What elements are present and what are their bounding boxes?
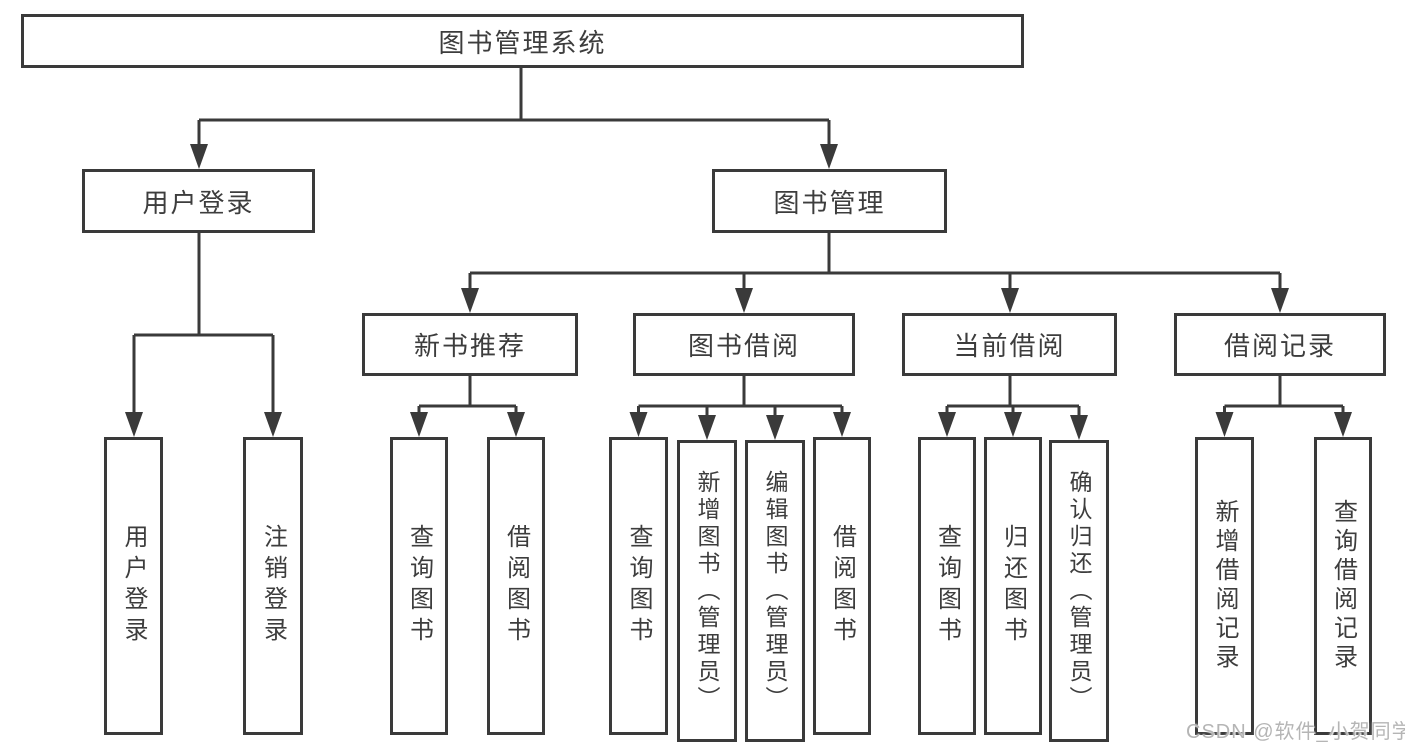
- node-library-management-system: 图书管理系统: [21, 14, 1024, 68]
- leaf-user-login: 用户登录: [104, 437, 163, 735]
- leaf-query-books-current: 查询图书: [918, 437, 976, 735]
- node-current-borrowing: 当前借阅: [902, 313, 1117, 376]
- leaf-borrow-books-recommend: 借阅图书: [487, 437, 545, 735]
- arrowheads: [125, 144, 1352, 440]
- leaf-return-books: 归还图书: [984, 437, 1042, 735]
- node-book-management: 图书管理: [712, 169, 947, 233]
- leaf-query-borrow-record: 查询借阅记录: [1314, 437, 1372, 735]
- leaf-logout: 注销登录: [243, 437, 303, 735]
- watermark: CSDN @软件_小贺同学: [1186, 721, 1405, 743]
- node-borrowing-records: 借阅记录: [1174, 313, 1386, 376]
- leaf-edit-books-admin: 编辑图书（管理员）: [745, 440, 805, 742]
- leaf-query-books-borrow: 查询图书: [609, 437, 668, 735]
- leaf-add-books-admin: 新增图书（管理员）: [677, 440, 737, 742]
- leaf-borrow-books: 借阅图书: [813, 437, 871, 735]
- node-book-borrowing: 图书借阅: [633, 313, 855, 376]
- leaf-confirm-return-admin: 确认归还（管理员）: [1049, 440, 1109, 742]
- leaf-query-books-recommend: 查询图书: [390, 437, 448, 735]
- leaf-add-borrow-record: 新增借阅记录: [1195, 437, 1254, 735]
- node-new-book-recommendation: 新书推荐: [362, 313, 578, 376]
- node-user-login: 用户登录: [82, 169, 315, 233]
